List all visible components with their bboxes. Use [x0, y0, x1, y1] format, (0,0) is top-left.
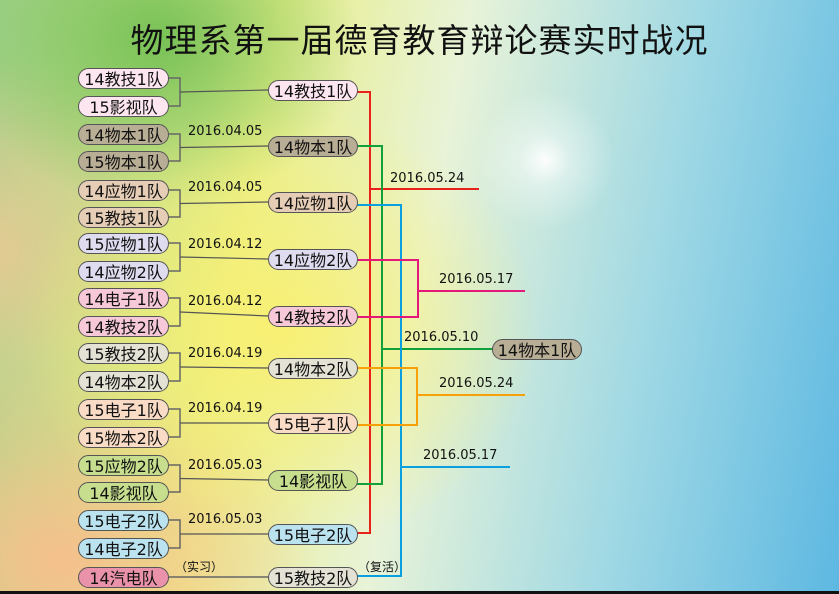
team-pill[interactable]: 15电子2队: [78, 509, 169, 531]
match-bracket: [169, 464, 181, 493]
match-bracket: [169, 189, 181, 218]
round2-date: 2016.05.24: [439, 376, 514, 391]
round2-date: 2016.05.10: [404, 330, 479, 345]
round2-line-red: [357, 91, 371, 534]
team-pill[interactable]: 15应物1队: [78, 232, 169, 254]
round2-line-green: [357, 145, 383, 485]
match-bracket: [169, 408, 181, 438]
match-connector: [179, 89, 269, 93]
match-date: 2016.04.05: [188, 124, 263, 139]
winner-pill[interactable]: 14教技1队: [268, 79, 358, 101]
team-pill[interactable]: 14物本2队: [78, 370, 169, 392]
team-pill[interactable]: 14电子2队: [78, 537, 169, 559]
round2-date: 2016.05.24: [390, 171, 465, 186]
round2-line-pink: [357, 259, 419, 318]
note-revival: （复活）: [358, 560, 407, 574]
team-pill[interactable]: 15物本1队: [78, 150, 169, 172]
match-date: 2016.04.12: [188, 294, 263, 309]
team-pill[interactable]: 14应物1队: [78, 179, 169, 201]
team-pill[interactable]: 14应物2队: [78, 260, 169, 282]
team-pill[interactable]: 15电子1队: [78, 398, 169, 420]
round2-date: 2016.05.17: [439, 272, 514, 287]
team-pill[interactable]: 15教技2队: [78, 342, 169, 364]
match-date: 2016.04.12: [188, 237, 263, 252]
team-pill[interactable]: 14教技1队: [78, 67, 169, 89]
footer-bar: [0, 591, 839, 594]
note-internship: （实习）: [175, 560, 224, 574]
winner-pill[interactable]: 14物本1队: [268, 135, 358, 157]
match-connector: [179, 145, 269, 149]
match-date: 2016.04.05: [188, 180, 263, 195]
match-bracket: [169, 133, 181, 162]
match-bracket: [169, 297, 181, 327]
team-pill[interactable]: 15影视队: [78, 95, 169, 117]
match-bracket: [169, 77, 181, 107]
team-pill[interactable]: 15物本2队: [78, 426, 169, 448]
winner-pill[interactable]: 15电子1队: [268, 412, 358, 434]
winner-pill[interactable]: 14物本2队: [268, 357, 358, 379]
round2-line-orange: [357, 367, 418, 426]
team-pill[interactable]: 14影视队: [78, 481, 169, 503]
round2-date: 2016.05.17: [423, 448, 498, 463]
match-connector: [179, 366, 269, 369]
match-connector: [179, 256, 269, 260]
final-winner-pill[interactable]: 14物本1队: [492, 338, 582, 360]
winner-pill[interactable]: 14应物1队: [268, 191, 358, 213]
match-bracket: [169, 242, 181, 272]
match-connector: [179, 201, 269, 205]
winner-pill[interactable]: 14影视队: [268, 469, 358, 491]
team-pill[interactable]: 14电子1队: [78, 287, 169, 309]
winner-pill[interactable]: 14应物2队: [268, 248, 358, 270]
team-pill[interactable]: 15教技1队: [78, 206, 169, 228]
match-date: 2016.04.19: [188, 346, 263, 361]
winner-pill[interactable]: 15电子2队: [268, 523, 358, 545]
round2-line-blue: [357, 204, 402, 577]
match-bracket: [169, 519, 181, 549]
team-pill[interactable]: 14教技2队: [78, 315, 169, 337]
team-pill[interactable]: 15应物2队: [78, 454, 169, 476]
team-pill[interactable]: 14汽电队: [78, 566, 169, 588]
team-pill[interactable]: 14物本1队: [78, 123, 169, 145]
match-date: 2016.04.19: [188, 401, 263, 416]
match-date: 2016.05.03: [188, 512, 263, 527]
match-connector: [179, 311, 269, 317]
page-title: 物理系第一届德育教育辩论赛实时战况: [130, 21, 709, 60]
winner-pill[interactable]: 14教技2队: [268, 305, 358, 327]
winner-pill[interactable]: 15教技2队: [268, 566, 358, 588]
match-bracket: [169, 352, 181, 382]
match-connector: [179, 477, 269, 481]
match-date: 2016.05.03: [188, 458, 263, 473]
